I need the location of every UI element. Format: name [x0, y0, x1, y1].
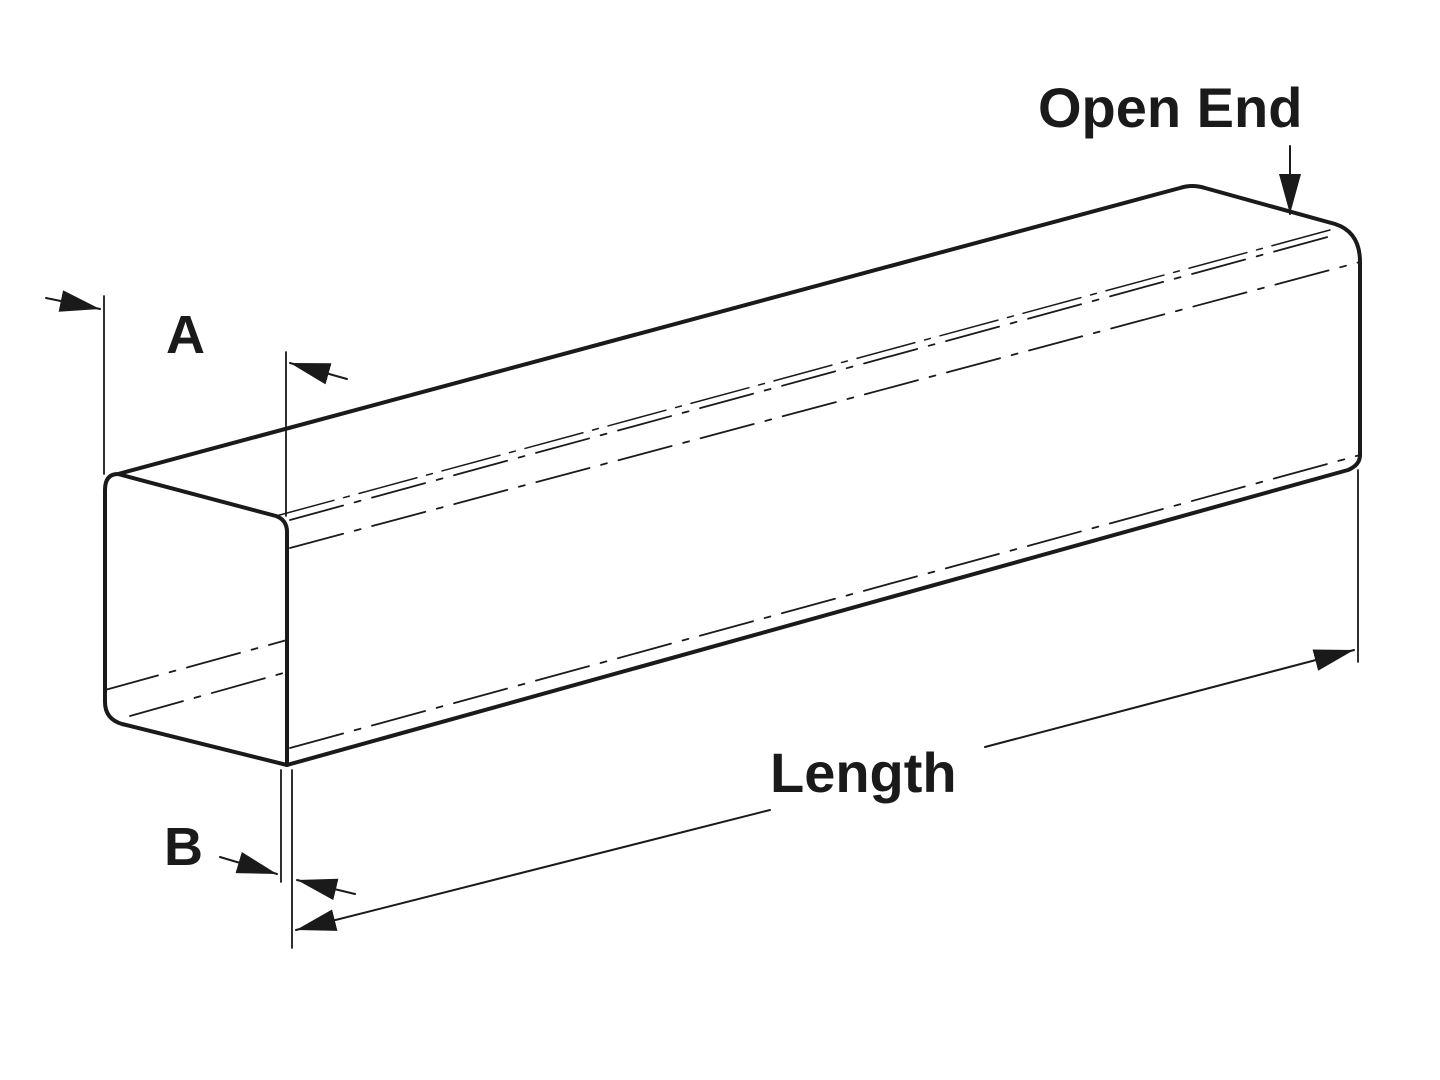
dim-a-right-arrow	[289, 362, 348, 385]
tube-far-inner-edge	[275, 229, 1331, 517]
length-dim-left	[295, 809, 771, 931]
dimension-a-label: A	[166, 305, 205, 365]
length-dim-right	[984, 649, 1355, 748]
dim-b-left-arrow	[219, 852, 278, 875]
tube-front-face	[103, 472, 289, 767]
open-end-label: Open End	[1038, 76, 1303, 139]
tube-top-edge	[116, 184, 1362, 767]
length-label: Length	[770, 741, 957, 804]
hidden-lines	[104, 234, 1361, 749]
dim-a-left-arrow	[45, 290, 101, 312]
dimension-b-label: B	[164, 817, 203, 877]
extension-lines	[103, 295, 1359, 949]
dim-b-right-arrow	[296, 878, 356, 901]
